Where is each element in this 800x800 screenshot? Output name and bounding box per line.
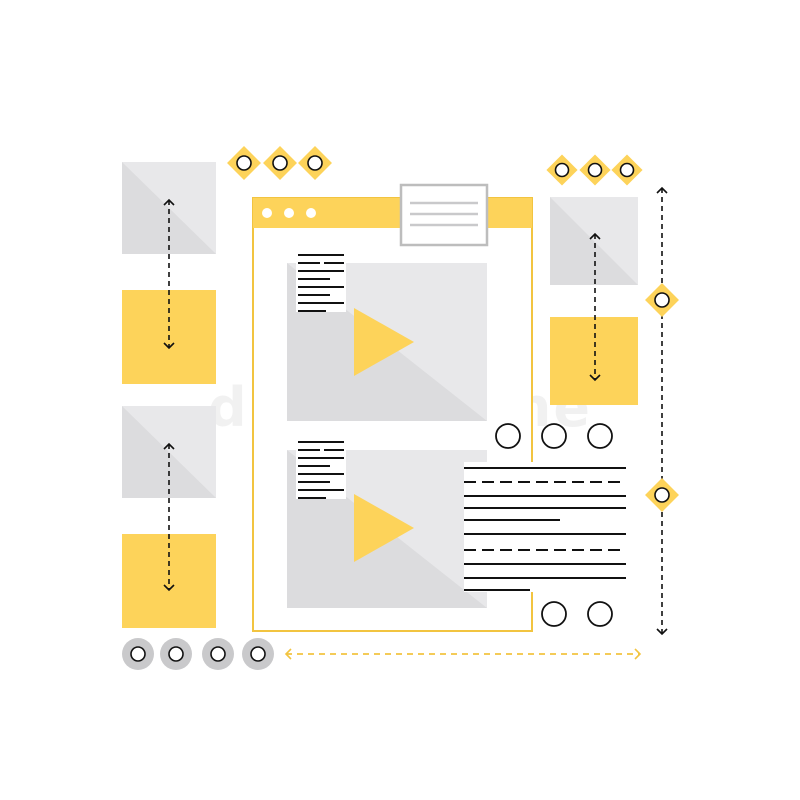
browser-window — [252, 183, 533, 632]
gray-tile-3 — [550, 197, 638, 285]
yellow-tile-3 — [550, 317, 638, 405]
play-icon[interactable] — [354, 494, 414, 562]
right-column-blocks — [550, 197, 638, 405]
play-icon[interactable] — [354, 308, 414, 376]
text-block — [464, 462, 626, 592]
text-lines — [296, 437, 346, 499]
diamond-dots-top-left — [227, 146, 332, 180]
outline-dots-top — [495, 423, 613, 449]
browser-title-bar — [253, 198, 532, 228]
vertical-scale — [645, 186, 679, 636]
video-card-1 — [287, 250, 487, 421]
gray-dots-bottom-left — [122, 638, 274, 670]
window-dots-icon — [262, 208, 316, 218]
left-column-blocks — [122, 162, 216, 628]
outline-dots-bottom — [541, 601, 613, 627]
video-card-2 — [287, 437, 487, 608]
header-box — [399, 183, 489, 247]
text-lines — [296, 250, 346, 312]
diamond-dots-top-right — [546, 154, 643, 186]
